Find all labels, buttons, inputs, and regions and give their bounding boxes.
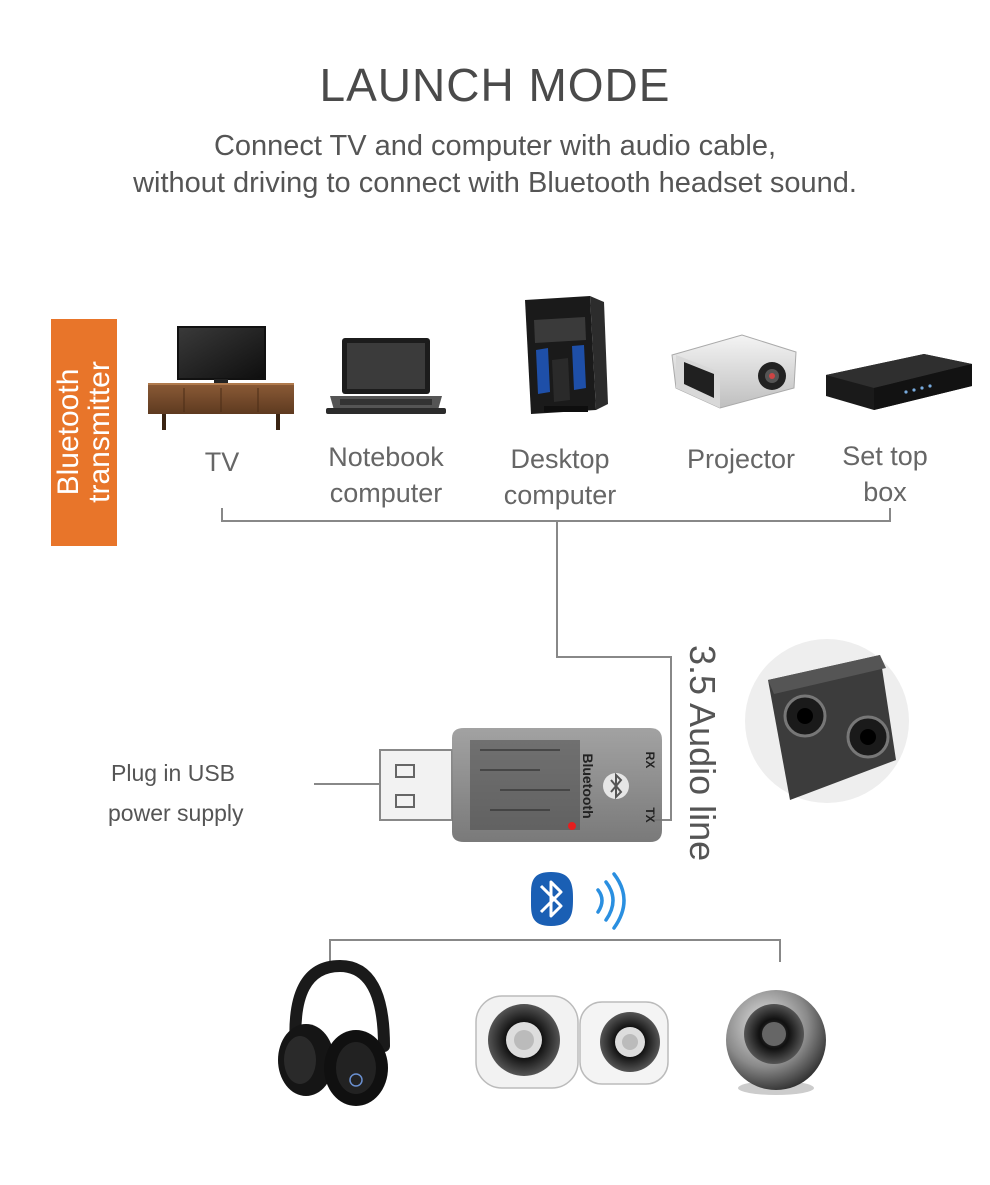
device-label-tv: TV xyxy=(204,447,240,477)
wireless-signal-icon xyxy=(596,872,626,930)
audio-line-label-wrap: 3.5 Audio line xyxy=(682,645,723,895)
subtitle-line-2: without driving to connect with Bluetoot… xyxy=(133,167,857,199)
tv-icon xyxy=(148,326,294,430)
headphones-icon xyxy=(278,959,390,1106)
bluetooth-transmitter-badge: Bluetooth transmitter xyxy=(51,319,117,546)
output-bracket xyxy=(329,939,781,962)
sphere-speaker-icon xyxy=(726,990,826,1095)
device-label-projector: Projector xyxy=(686,444,796,474)
audio-line-label: 3.5 Audio line xyxy=(682,645,723,862)
device-bracket xyxy=(221,508,891,821)
adapter-tx-text: TX xyxy=(643,807,657,822)
bluetooth-usb-adapter xyxy=(379,728,662,842)
subtitle-line-1: Connect TV and computer with audio cable… xyxy=(213,130,777,162)
projector-icon xyxy=(671,334,797,409)
bluetooth-logo-icon xyxy=(530,872,573,926)
adapter-brand-text: Bluetooth xyxy=(580,753,596,818)
usb-label-line-1: Plug in USB xyxy=(111,760,236,786)
audio-jack-ports-zoom xyxy=(745,639,909,803)
desktop-tower-icon xyxy=(525,296,608,414)
adapter-rx-text: RX xyxy=(643,752,657,769)
laptop-icon xyxy=(326,338,446,414)
stereo-speakers-icon xyxy=(475,995,669,1089)
page-title: LAUNCH MODE xyxy=(319,59,671,111)
usb-label-line-2: power supply xyxy=(108,800,244,826)
led-indicator-icon xyxy=(568,822,576,830)
set-top-box-icon xyxy=(826,354,972,410)
